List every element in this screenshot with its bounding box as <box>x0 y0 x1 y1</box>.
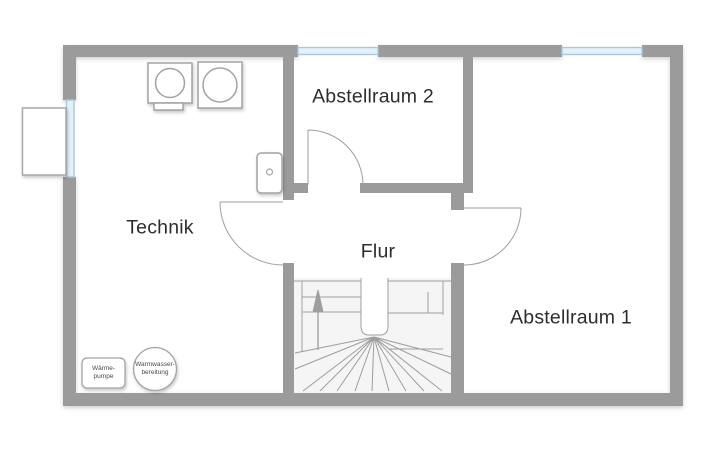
lightwell-icon <box>21 107 67 176</box>
room-label-abstellraum-1: Abstellraum 1 <box>510 306 632 329</box>
water-heater-label: Warmwasser- bereitung <box>135 361 175 377</box>
heat-pump-label: Wärme- pumpe <box>92 365 115 381</box>
doors <box>219 129 522 266</box>
water-heater-shape <box>132 346 178 392</box>
door-swing-icon <box>219 201 284 266</box>
up-arrow-icon <box>312 289 324 350</box>
window-icon <box>561 46 643 56</box>
exterior-walls <box>63 45 683 406</box>
heat-pump-label-line2: pumpe <box>93 373 114 380</box>
water-heater-label-line2: bereitung <box>141 369 169 376</box>
window-icon <box>297 46 379 56</box>
room-label-technik: Technik <box>126 216 194 239</box>
electrical-panel-icon <box>256 152 283 194</box>
dryer-icon <box>197 61 243 109</box>
interior-walls <box>283 57 473 393</box>
room-label-abstellraum-2: Abstellraum 2 <box>312 85 434 108</box>
heat-pump-label-line1: Wärme- <box>91 365 116 372</box>
room-label-flur: Flur <box>360 240 396 263</box>
washing-machine-icon <box>147 62 193 111</box>
door-swing-icon <box>307 129 364 186</box>
window-icon <box>65 99 75 178</box>
door-swing-icon <box>463 207 522 266</box>
water-heater-label-line1: Warmwasser- <box>135 361 175 368</box>
stairs-icon <box>294 278 452 393</box>
heat-pump-shape <box>81 357 126 389</box>
